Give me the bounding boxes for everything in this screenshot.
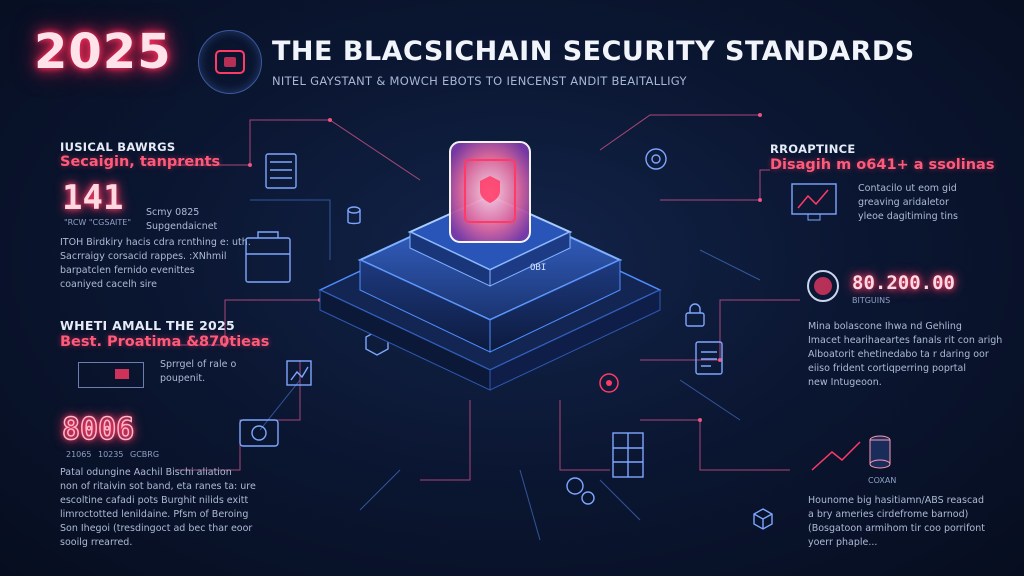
left-stat-2-label-3: GCBRG [130,450,160,459]
left-section-1-heading: IUSICAL BAWRGS [60,140,176,154]
camera-lens-icon [642,145,670,177]
cube-icon [750,506,776,536]
chart-icon [284,358,314,392]
right-section-1-subheading: Disagih m o641+ a ssolinas [770,157,995,173]
grid-panel-icon [610,430,646,484]
gears-icon [560,470,600,514]
left-section-1-body: ITOH Birdkiry hacis cdra rcnthing e: uth… [60,237,251,290]
platform-chip-label: OBI [530,263,547,273]
left-stat-1: 141 [62,178,124,218]
left-stat-2-label-1: 21065 [66,450,92,459]
left-section-2-side: Sprrgel of rale o poupenit. [160,359,237,384]
page-title: THE BLACSICHAIN SECURITY STANDARDS [272,36,915,67]
left-stat-1-label: "RCW "CGSAITE" [64,218,132,227]
left-section-3-body: Patal odungine Aachil Bischi aliation no… [60,467,256,548]
coin-label: COXAN [868,476,897,485]
right-section-1-body: Contacilo ut eom gid greaving aridaletor… [858,183,958,222]
right-stat-label: BITGUINS [852,296,891,305]
bitcoin-icon [805,268,841,308]
right-section-3-body: Hounome big hasitiamn/ABS reascad a bry … [808,495,985,548]
left-section-1-subheading: Secaigin, tanprents [60,154,221,170]
briefcase-icon [242,228,298,292]
left-stat-1-side: Scmy 0825 Supgendaicnet [146,207,218,232]
bitcoin-node-icon [598,372,620,398]
right-section-1-heading: RROAPTINCE [770,142,856,156]
shield-chip-icon [198,30,262,94]
central-security-platform [318,141,662,391]
coin-stack-icon [808,430,898,478]
chart-monitor-icon [790,182,838,226]
lock-icon [680,300,710,334]
right-section-2-body: Mina bolascone Ihwa nd Gehling Imacet he… [808,321,1003,388]
right-stat: 80.200.00 [852,272,955,294]
monitor-icon [78,362,144,388]
left-stat-2-label-2: 10235 [98,450,124,459]
left-section-2-subheading: Best. Proatima &870tieas [60,334,270,350]
document-icon [692,338,728,382]
server-icon [262,150,302,198]
page-subtitle: NITEL GAYSTANT & MOWCH EBOTS TO IENCENST… [272,74,687,88]
camera-icon [236,412,284,454]
left-stat-2: 8006 [61,411,135,448]
left-section-2-heading: WHETI AMALL THE 2025 [60,318,236,333]
year-heading: 2025 [34,24,172,80]
cylinder-icon [345,205,363,231]
